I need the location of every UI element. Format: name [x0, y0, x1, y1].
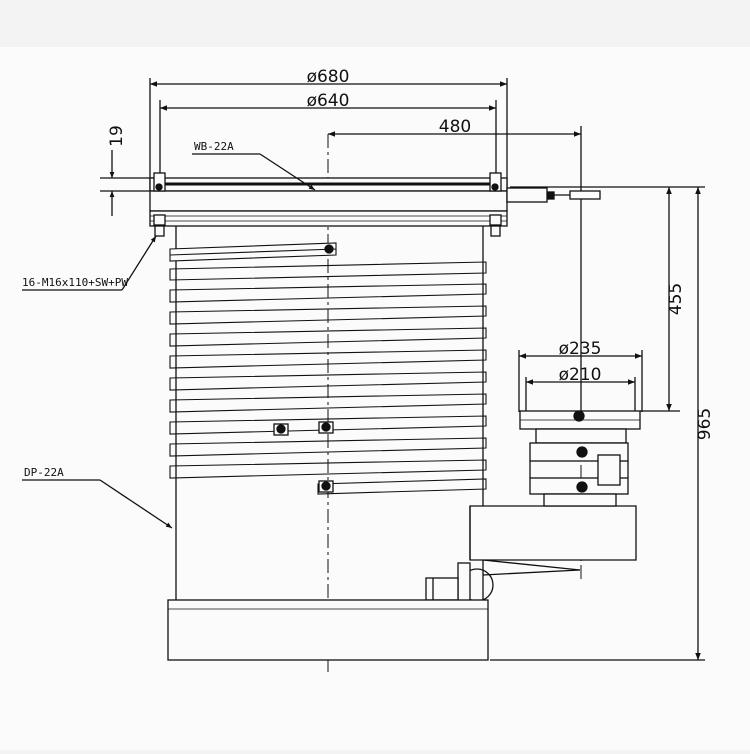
dim-total-height: [490, 186, 705, 661]
label-bolts: 16-M16x110+SW+PW: [22, 276, 128, 289]
text-outer-diameter: ø680: [307, 67, 350, 87]
side-rod: [506, 187, 601, 203]
foreline-port: [425, 505, 637, 609]
cooling-coil: [169, 242, 487, 495]
text-total-height: 965: [695, 408, 715, 440]
dim-flange-outer: [518, 350, 643, 412]
text-flange-outer: ø235: [559, 339, 602, 359]
text-flange-thickness: 19: [107, 125, 127, 147]
pump-base: [167, 599, 489, 661]
label-pump: DP-22A: [24, 466, 64, 479]
dim-flange-inner: [525, 377, 636, 412]
leader-pump: [22, 479, 173, 529]
text-inner-diameter: ø640: [307, 91, 350, 111]
dim-port-height: [510, 186, 680, 412]
text-flange-inner: ø210: [559, 365, 602, 385]
leader-bolts: [22, 235, 157, 291]
leader-baffle: [192, 153, 316, 191]
vacuum-port: [519, 410, 641, 507]
label-baffle: WB-22A: [194, 140, 234, 153]
top-flange: [149, 172, 508, 237]
text-port-height: 455: [666, 283, 686, 315]
text-offset: 480: [439, 117, 471, 137]
dim-offset: [328, 126, 582, 415]
